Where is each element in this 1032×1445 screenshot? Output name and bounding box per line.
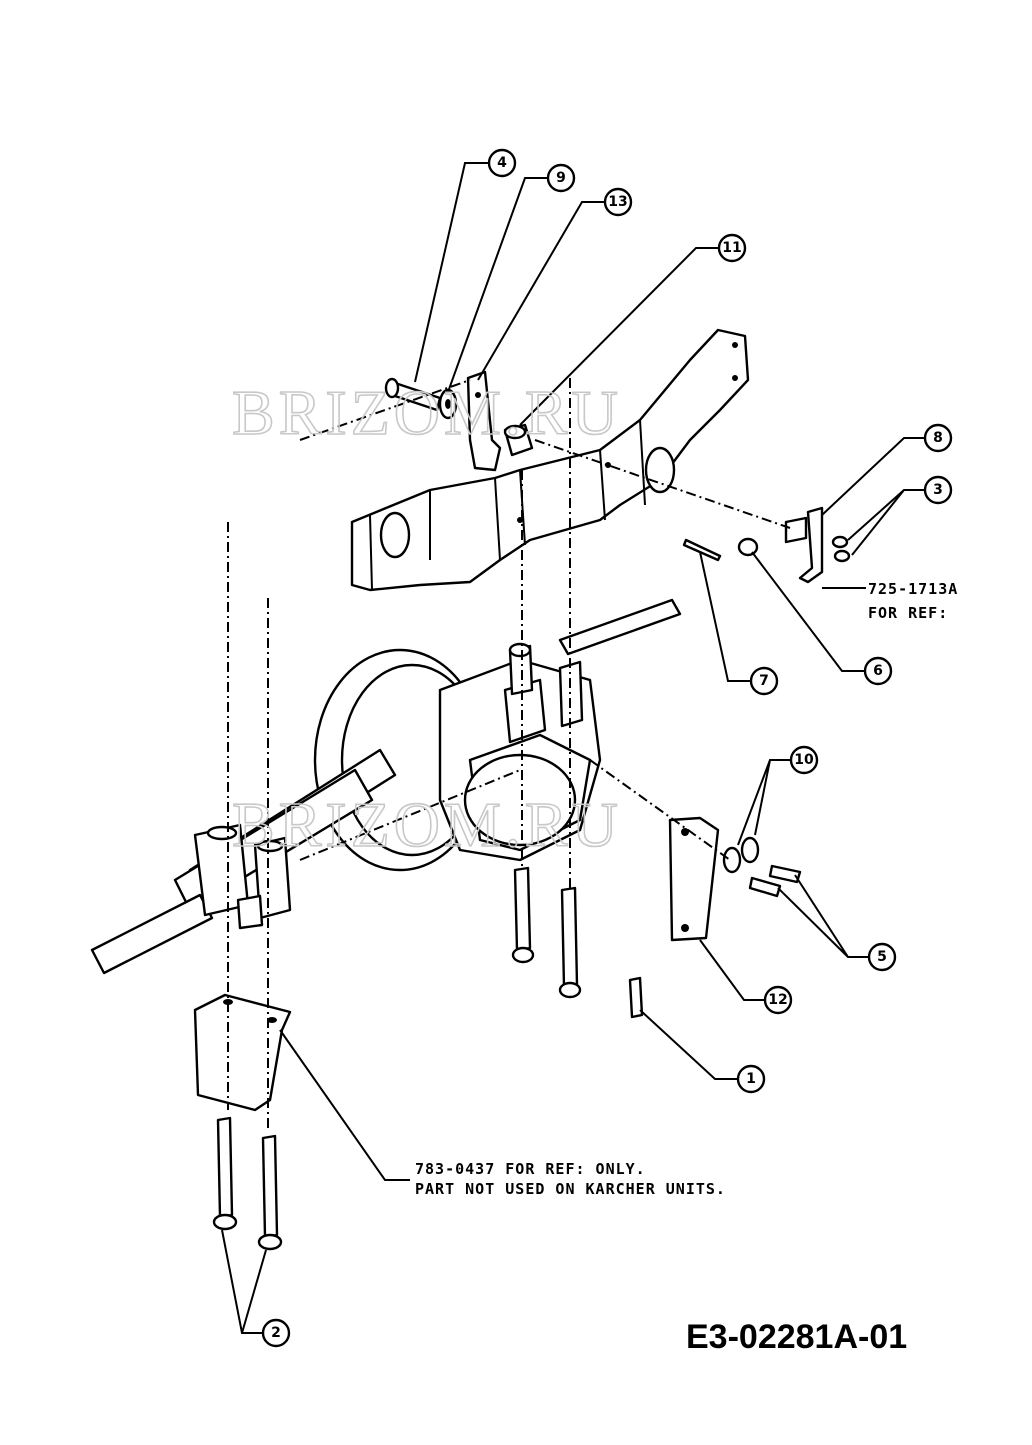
- plate-12: [668, 816, 720, 942]
- bracket-783: [193, 993, 292, 1112]
- reference-notes: 725-1713A FOR REF: 783-0437 FOR REF: ONL…: [415, 580, 958, 1198]
- callout-12: 12: [763, 985, 793, 1015]
- watermarks: BRIZOM.RU BRIZOM.RU: [231, 376, 622, 861]
- callout-11: 11: [717, 233, 747, 263]
- diagram-code: E3-02281A-01: [686, 1318, 907, 1356]
- alignment-lines: [227, 378, 791, 1130]
- shift-arm-13: [466, 370, 502, 472]
- svg-text:3: 3: [933, 482, 943, 498]
- washer-9: [438, 388, 458, 420]
- nut-6: [737, 537, 759, 557]
- callout-9: 9: [546, 163, 576, 193]
- transaxle-bolts: [511, 866, 582, 999]
- bolts-5: [748, 864, 802, 898]
- svg-text:4: 4: [497, 155, 507, 171]
- callout-5: 5: [867, 942, 897, 972]
- svg-text:2: 2: [271, 1325, 281, 1341]
- callout-bubbles: 4 9 13 11 8 3 6 7 10 5 12 1 2: [261, 148, 953, 1348]
- callout-10: 10: [789, 745, 819, 775]
- bolts-2: [212, 1116, 283, 1251]
- svg-text:6: 6: [873, 663, 883, 679]
- leader-lines: [221, 162, 924, 1334]
- svg-text:13: 13: [608, 194, 627, 210]
- svg-text:9: 9: [556, 170, 566, 186]
- callout-4: 4: [487, 148, 517, 178]
- watermark-top: BRIZOM.RU: [232, 377, 622, 448]
- svg-text:12: 12: [768, 992, 787, 1008]
- callout-7: 7: [749, 666, 779, 696]
- screws-3: [831, 535, 851, 563]
- ref-783-sub: PART NOT USED ON KARCHER UNITS.: [415, 1180, 726, 1198]
- clip-1: [628, 976, 644, 1019]
- svg-text:7: 7: [759, 673, 769, 689]
- svg-text:5: 5: [877, 949, 887, 965]
- svg-text:1: 1: [746, 1071, 756, 1087]
- callout-8: 8: [923, 423, 953, 453]
- callout-3: 3: [923, 475, 953, 505]
- ref-725-label: 725-1713A: [868, 580, 958, 598]
- transaxle: [90, 598, 682, 975]
- watermark-bottom: BRIZOM.RU: [232, 789, 622, 860]
- callout-1: 1: [736, 1064, 766, 1094]
- pin-7: [682, 538, 722, 562]
- spacer-11: [503, 423, 534, 457]
- washers-10: [722, 836, 760, 874]
- svg-text:11: 11: [722, 240, 741, 256]
- ref-725-sub: FOR REF:: [868, 604, 948, 622]
- bolt-4: [384, 377, 442, 412]
- ref-bracket-725: [784, 506, 824, 584]
- callout-2: 2: [261, 1318, 291, 1348]
- shift-bracket: [350, 328, 750, 592]
- callout-6: 6: [863, 656, 893, 686]
- ref-783-label: 783-0437 FOR REF: ONLY.: [415, 1160, 646, 1178]
- svg-text:8: 8: [933, 430, 943, 446]
- callout-13: 13: [603, 187, 633, 217]
- svg-text:10: 10: [794, 752, 814, 768]
